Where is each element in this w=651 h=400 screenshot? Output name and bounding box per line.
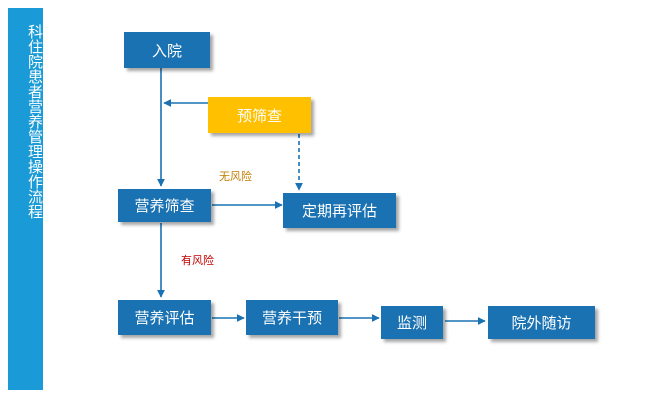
node-periodic-reassessment: 定期再评估 [283,193,396,228]
node-admission: 入院 [124,32,210,68]
node-monitoring: 监测 [381,306,443,339]
node-pre-screening: 预筛查 [208,97,311,133]
node-nutrition-assessment: 营养评估 [118,300,211,335]
node-post-discharge-followup: 院外随访 [488,306,595,339]
sidebar: 科住院患者营养管理操作流程 [8,8,44,390]
node-nutrition-screening: 营养筛查 [118,189,211,222]
label-no-risk: 无风险 [219,170,252,183]
node-nutrition-intervention: 营养干预 [246,300,338,335]
sidebar-title: 科住院患者营养管理操作流程 [26,24,44,219]
label-has-risk: 有风险 [181,254,214,267]
